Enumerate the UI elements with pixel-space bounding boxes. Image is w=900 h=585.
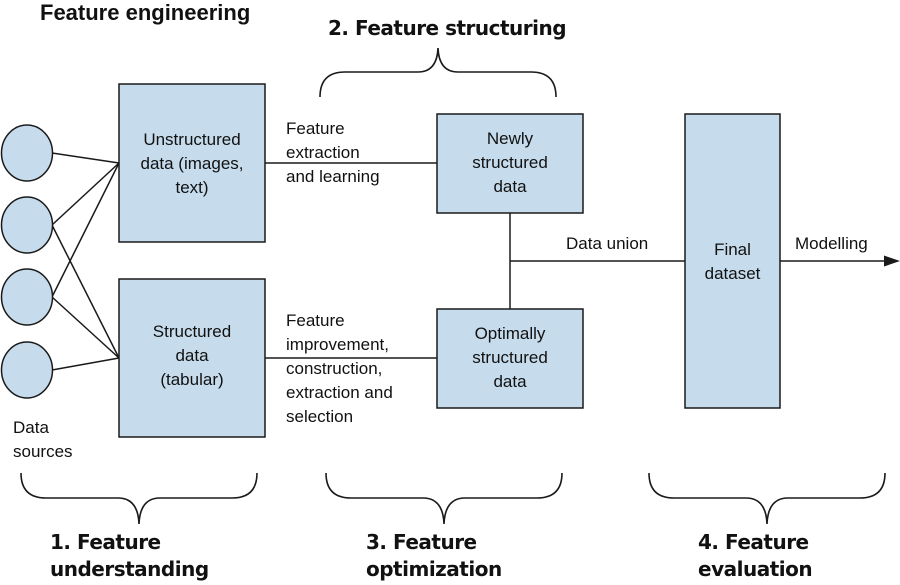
edge-label-extraction: Feature extraction and learning [286,119,380,186]
edge-source3-unstructured [51,162,120,298]
box-newly-structured-data [436,113,584,214]
box-text-final-dataset: Final dataset [704,240,761,283]
data-source-node [0,341,54,399]
data-sources-label: Data sources [13,418,73,461]
edge-source2-unstructured [51,162,120,226]
box-unstructured-data [118,83,266,243]
stage-label-feature-structuring: 2. Feature structuring [328,16,567,40]
edge-label-improvement: Feature improvement, construction, extra… [286,311,393,426]
edge-source4-structured [51,357,120,371]
box-text-structured: Structured data (tabular) [152,322,232,389]
box-structured-data [118,278,266,438]
stage-label-feature-evaluation: 4. Feature evaluation [698,530,813,581]
edge-label-data-union: Data union [566,234,649,253]
edge-source1-unstructured [51,152,120,164]
brace-feature-understanding [20,472,258,525]
stage-label-feature-understanding: 1. Feature understanding [50,530,209,581]
arrowhead-icon [884,255,900,267]
stage-label-feature-optimization: 3. Feature optimization [366,530,502,581]
box-text-newly-structured: Newly structured data [472,129,548,196]
brace-feature-evaluation [648,472,886,525]
box-optimally-structured-data [436,308,584,409]
edge-source3-structured [51,296,120,359]
box-text-unstructured: Unstructured data (images, text) [140,130,244,197]
data-sources [0,124,54,399]
diagram-title: Feature engineering [40,0,251,25]
brace-feature-structuring [319,47,557,98]
data-source-node [0,268,54,326]
edge-label-modelling: Modelling [795,234,868,253]
data-source-node [0,196,54,254]
edge-source2-structured [51,224,120,359]
data-source-node [0,124,54,182]
box-text-optimally-structured: Optimally structured data [472,324,548,391]
source-connections [51,152,120,371]
brace-feature-optimization [325,472,563,525]
box-final-dataset [684,113,781,409]
